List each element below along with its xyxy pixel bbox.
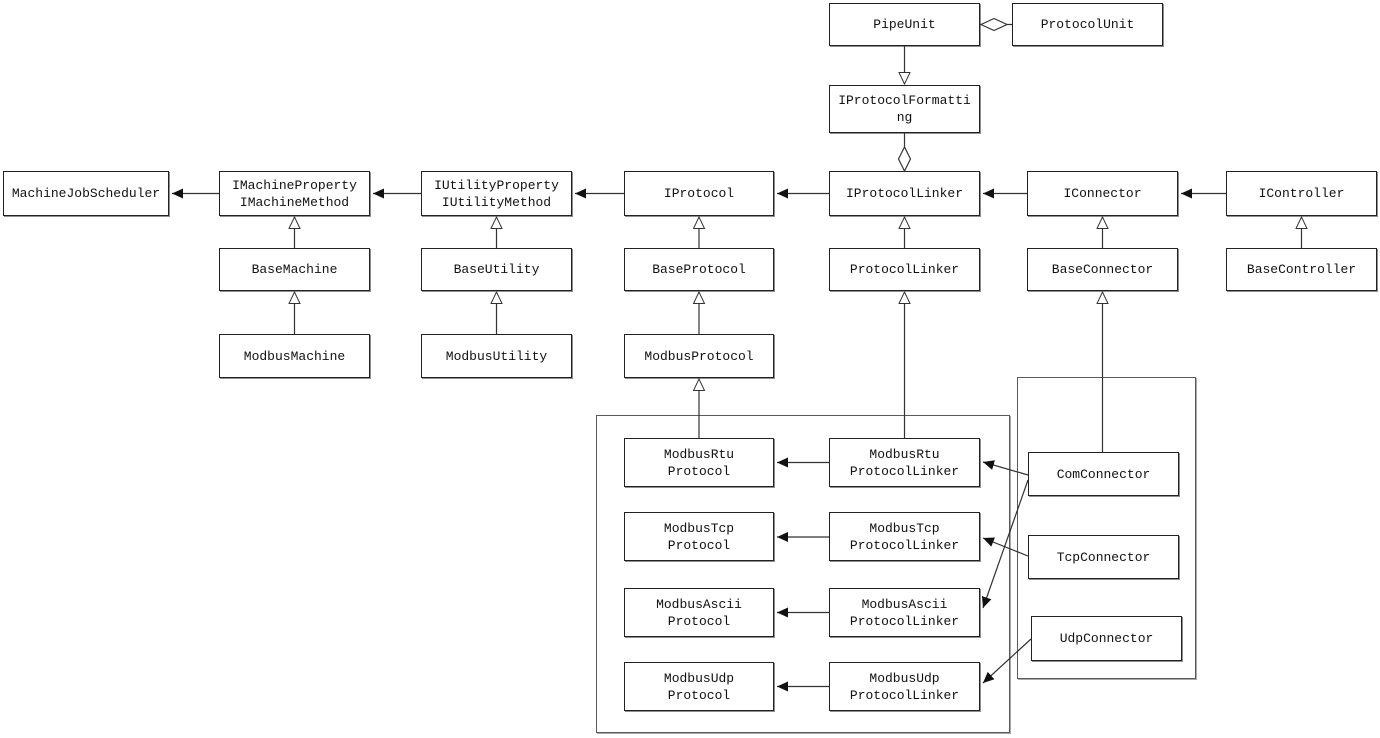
class-box-modbus-ascii-protocol-linker: ModbusAscii ProtocolLinker	[829, 588, 980, 637]
class-label: ModbusMachine	[243, 348, 346, 364]
class-label: BaseController	[1246, 262, 1357, 277]
class-box-base-machine: BaseMachine	[219, 248, 370, 291]
class-label: IConnector	[1063, 186, 1142, 201]
class-box-base-protocol: BaseProtocol	[624, 248, 774, 291]
class-label: ModbusAscii	[656, 596, 742, 612]
class-box-modbus-tcp-protocol-linker: ModbusTcp ProtocolLinker	[829, 512, 980, 561]
class-label: IMachineProperty	[232, 177, 357, 193]
class-box-modbus-rtu-protocol: ModbusRtu Protocol	[624, 438, 774, 487]
class-label: Protocol	[667, 537, 731, 553]
class-box-i-protocol: IProtocol	[624, 171, 774, 216]
class-label: ModbusRtu	[663, 446, 735, 462]
class-label: ProtocolLinker	[849, 687, 960, 703]
class-label: BaseUtility	[453, 262, 540, 277]
class-box-modbus-utility: ModbusUtility	[421, 334, 572, 378]
class-box-i-utility: IUtilityProperty IUtilityMethod	[421, 171, 572, 216]
class-label: ProtocolUnit	[1040, 17, 1135, 32]
class-box-base-controller: BaseController	[1226, 248, 1377, 291]
class-box-machine-job-scheduler: MachineJobScheduler	[3, 171, 169, 216]
class-box-base-connector: BaseConnector	[1027, 248, 1178, 291]
class-label: MachineJobScheduler	[11, 186, 161, 201]
class-box-protocol-linker: ProtocolLinker	[829, 248, 980, 291]
aggregation-diamond-pipeunit	[979, 17, 1009, 32]
class-label: ModbusUdp	[869, 670, 940, 686]
class-box-com-connector: ComConnector	[1028, 452, 1179, 496]
class-label: IProtocolLinker	[845, 186, 964, 201]
class-label: IController	[1258, 186, 1345, 201]
class-label: ModbusUdp	[663, 670, 735, 686]
class-box-modbus-tcp-protocol: ModbusTcp Protocol	[624, 512, 774, 561]
class-label: Protocol	[667, 687, 731, 703]
class-label: ProtocolLinker	[849, 262, 960, 277]
class-box-modbus-protocol: ModbusProtocol	[624, 334, 774, 378]
class-label: ProtocolLinker	[849, 463, 960, 479]
class-box-base-utility: BaseUtility	[421, 248, 572, 291]
class-label: IProtocolFormatti	[838, 93, 971, 108]
class-box-i-connector: IConnector	[1027, 171, 1178, 216]
class-box-udp-connector: UdpConnector	[1031, 616, 1182, 661]
class-label: TcpConnector	[1056, 549, 1151, 565]
class-box-modbus-machine: ModbusMachine	[219, 334, 370, 378]
class-box-pipe-unit: PipeUnit	[829, 3, 980, 46]
class-box-tcp-connector: TcpConnector	[1028, 535, 1179, 579]
class-box-i-controller: IController	[1226, 171, 1377, 216]
class-label: IMachineMethod	[239, 194, 350, 210]
class-label: ng	[896, 110, 913, 125]
class-box-modbus-rtu-protocol-linker: ModbusRtu ProtocolLinker	[829, 438, 980, 487]
class-label: ModbusRtu	[869, 446, 940, 462]
class-label: ModbusTcp	[869, 520, 940, 536]
class-label: ModbusTcp	[663, 520, 735, 536]
aggregation-diamond-iprotocollinker	[897, 145, 912, 173]
class-label: ComConnector	[1056, 466, 1151, 482]
class-label: IUtilityMethod	[441, 194, 552, 210]
class-label: ProtocolLinker	[849, 613, 960, 629]
class-box-modbus-udp-protocol-linker: ModbusUdp ProtocolLinker	[829, 662, 980, 711]
class-box-protocol-unit: ProtocolUnit	[1012, 3, 1163, 46]
class-box-modbus-ascii-protocol: ModbusAscii Protocol	[624, 588, 774, 637]
class-label: PipeUnit	[873, 17, 936, 32]
class-label: BaseMachine	[251, 262, 338, 277]
class-label: ModbusAscii	[861, 596, 948, 612]
class-box-i-machine: IMachineProperty IMachineMethod	[219, 171, 370, 216]
class-label: ModbusProtocol	[644, 348, 754, 364]
class-label: Protocol	[667, 463, 731, 479]
class-label: IUtilityProperty	[434, 177, 559, 193]
class-box-i-protocol-linker: IProtocolLinker	[829, 171, 980, 216]
class-label: UdpConnector	[1059, 631, 1154, 646]
class-box-i-protocol-formatting: IProtocolFormatti ng	[829, 85, 980, 133]
class-label: Protocol	[667, 613, 731, 629]
class-label: BaseConnector	[1051, 262, 1154, 277]
class-label: ModbusUtility	[445, 348, 548, 364]
class-label: ProtocolLinker	[849, 537, 960, 553]
class-box-modbus-udp-protocol: ModbusUdp Protocol	[624, 662, 774, 711]
class-label: IProtocol	[663, 186, 735, 201]
class-label: BaseProtocol	[652, 262, 746, 277]
